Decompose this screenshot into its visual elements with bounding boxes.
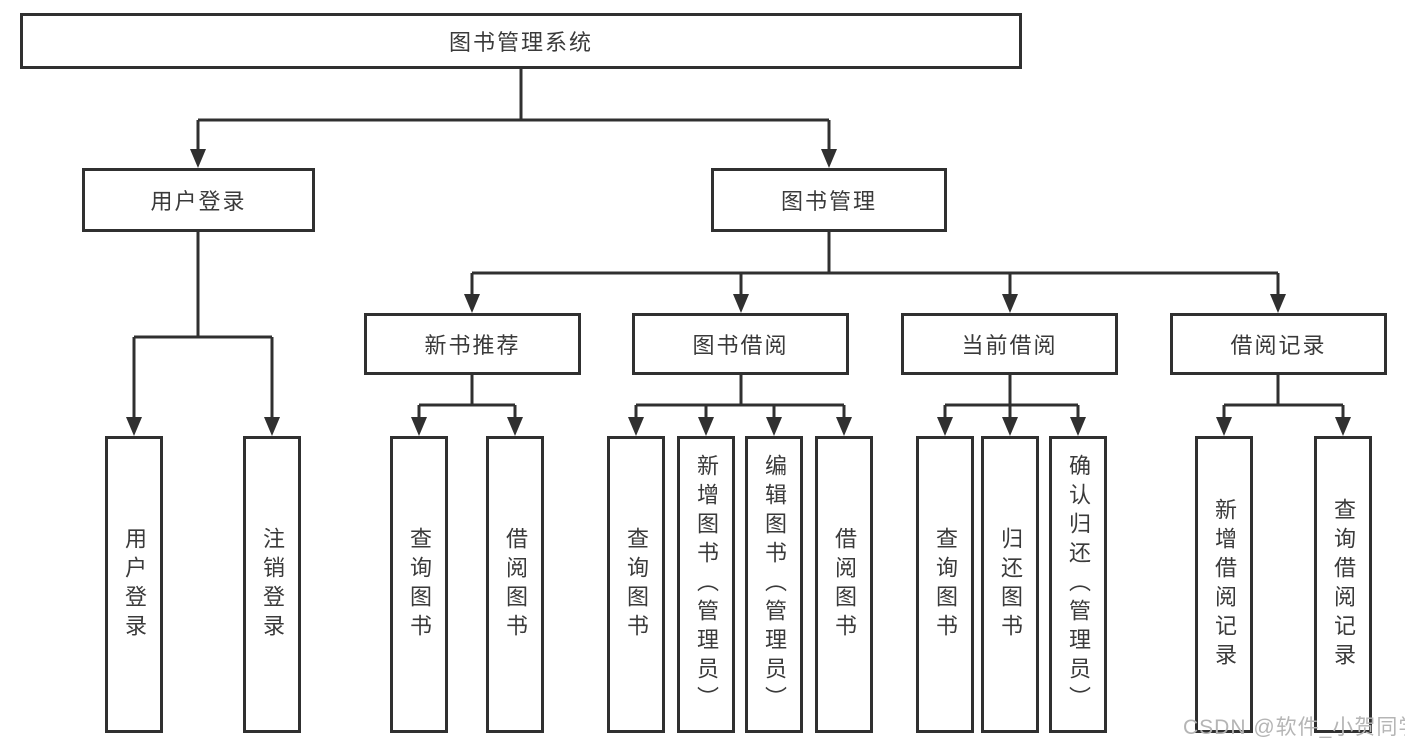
node-borrow-books-borrowing: 借阅图书 [815,436,873,733]
node-label: 注销登录 [260,526,285,643]
node-label: 借阅图书 [832,526,857,643]
node-confirm-return-admin: 确认归还（管理员） [1049,436,1107,733]
node-logout: 注销登录 [243,436,301,733]
node-root: 图书管理系统 [20,13,1022,69]
node-label: 确认归还（管理员） [1066,454,1091,715]
node-label: 借阅图书 [503,526,528,643]
node-label: 查询借阅记录 [1331,497,1356,672]
node-label: 查询图书 [933,526,958,643]
node-add-books-admin: 新增图书（管理员） [677,436,735,733]
node-label: 新增借阅记录 [1212,497,1237,672]
node-borrow-books-recommend: 借阅图书 [486,436,544,733]
node-label: 查询图书 [624,526,649,643]
node-new-book-recommend: 新书推荐 [364,313,581,375]
node-label: 编辑图书（管理员） [762,454,787,715]
node-label: 新增图书（管理员） [694,454,719,715]
node-user-login: 用户登录 [82,168,315,232]
node-label: 用户登录 [122,526,147,643]
node-return-books: 归还图书 [981,436,1039,733]
node-add-borrow-record: 新增借阅记录 [1195,436,1253,733]
node-label: 查询图书 [407,526,432,643]
node-query-books-recommend: 查询图书 [390,436,448,733]
node-query-books-current: 查询图书 [916,436,974,733]
node-label: 归还图书 [998,526,1023,643]
node-borrow-records: 借阅记录 [1170,313,1387,375]
node-book-management: 图书管理 [711,168,947,232]
node-query-books-borrowing: 查询图书 [607,436,665,733]
node-query-borrow-record: 查询借阅记录 [1314,436,1372,733]
node-edit-books-admin: 编辑图书（管理员） [745,436,803,733]
node-user-login-leaf: 用户登录 [105,436,163,733]
watermark: CSDN @软件_小贺同学 [1183,716,1405,739]
node-book-borrowing: 图书借阅 [632,313,849,375]
node-current-borrowing: 当前借阅 [901,313,1118,375]
